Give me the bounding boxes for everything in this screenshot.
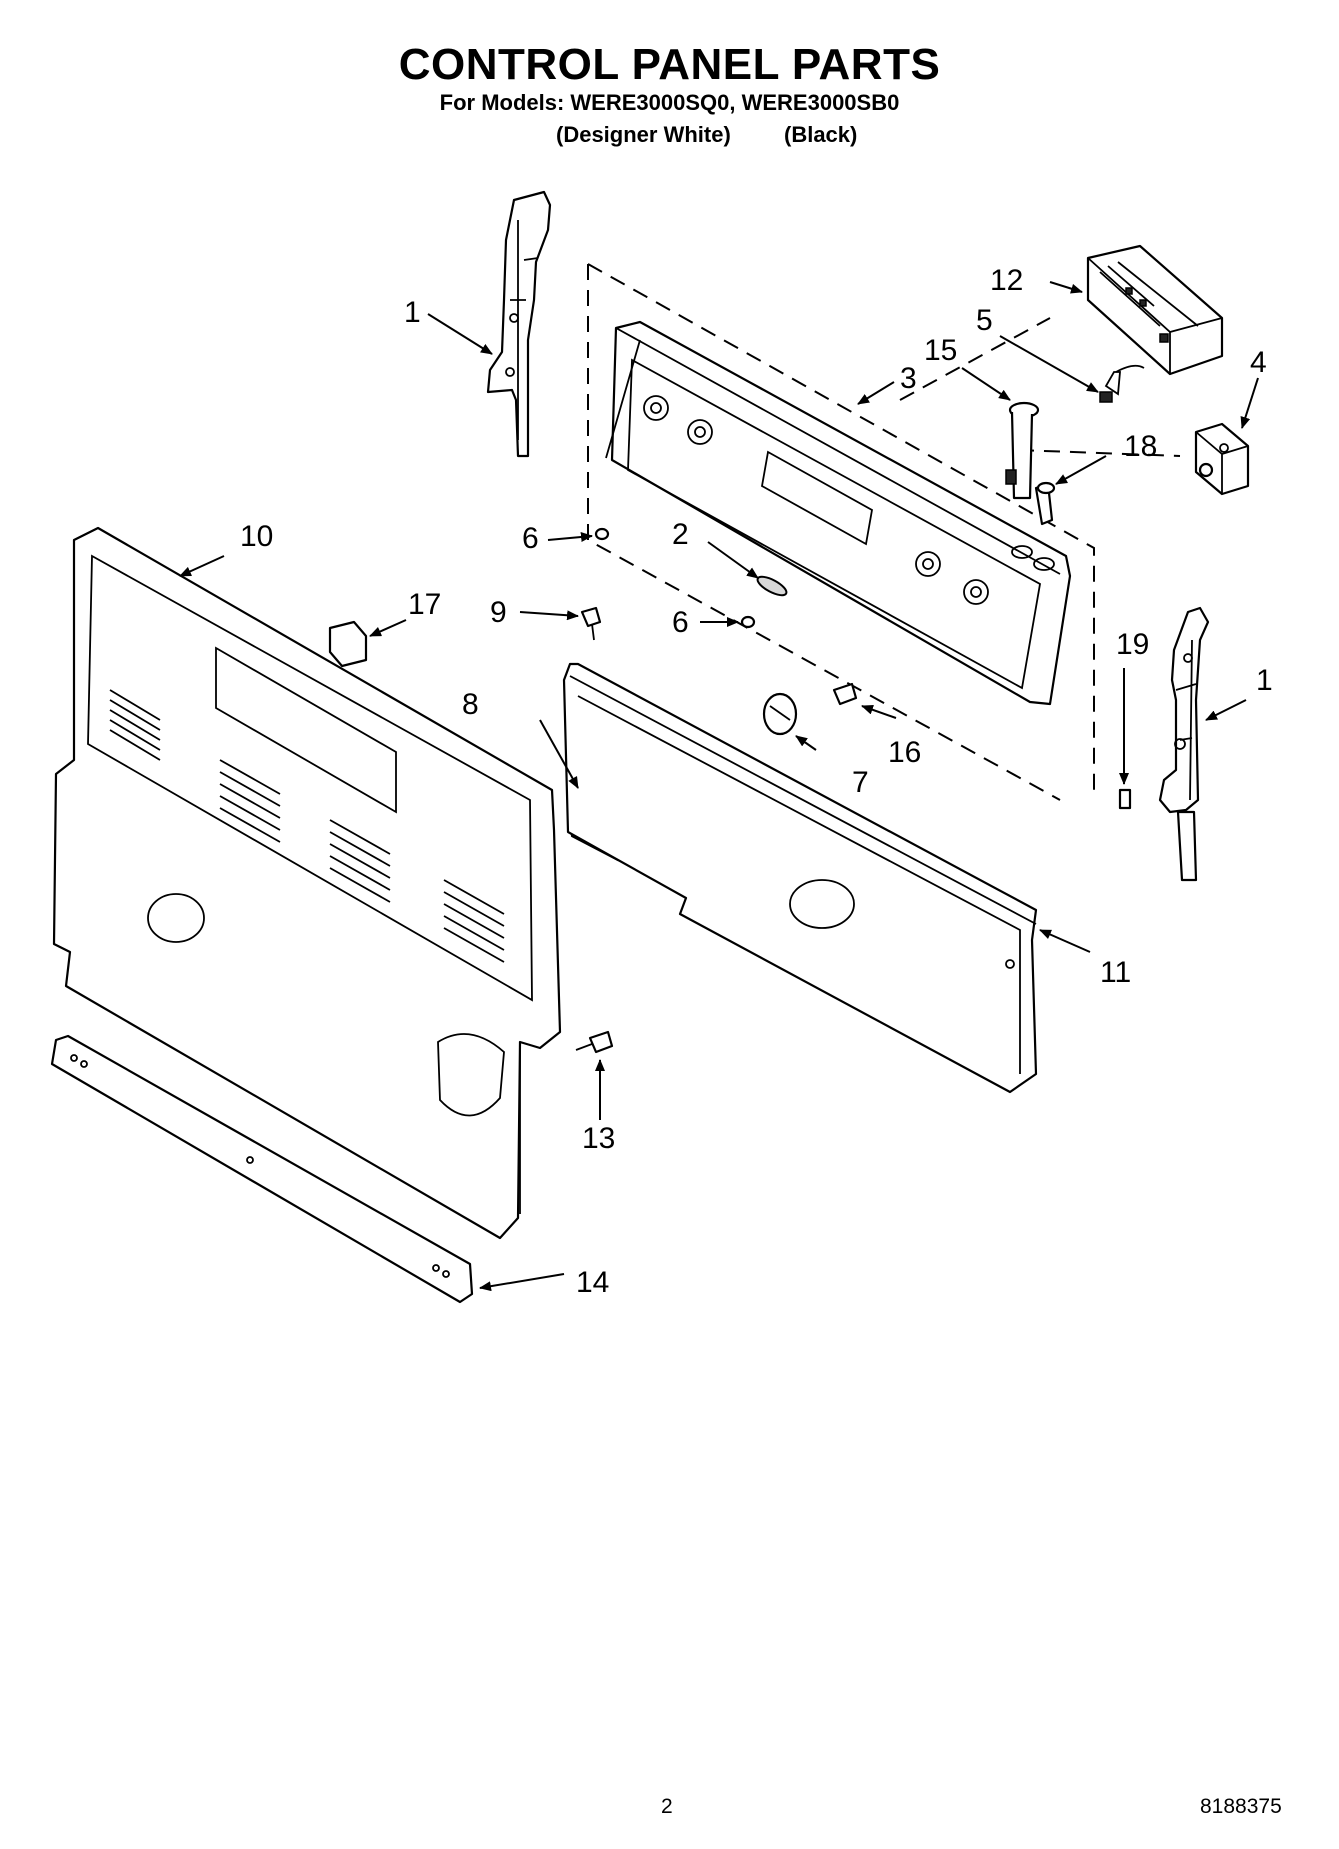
document-number: 8188375 <box>1200 1795 1282 1818</box>
part-6-screw-lower <box>740 615 756 629</box>
part-15-sensor <box>1005 401 1040 500</box>
part-18-clip <box>1034 481 1056 526</box>
callout-18: 18 <box>1124 430 1157 463</box>
callout-13: 13 <box>582 1122 615 1155</box>
part-1-right-end-cap-bracket <box>1158 606 1210 882</box>
part-6-screw-upper <box>594 527 610 541</box>
part-16-screw <box>832 682 858 706</box>
part-17-clip <box>328 620 368 668</box>
part-4-switch <box>1194 422 1250 496</box>
part-14-support-strip <box>50 1034 474 1304</box>
part-9-screw <box>580 606 602 641</box>
callout-17: 17 <box>408 588 441 621</box>
callout-6-lower: 6 <box>672 606 689 639</box>
part-13-screw <box>575 1030 614 1054</box>
part-11-manifold-panel <box>562 662 1038 1094</box>
variant-black: (Black) <box>784 122 858 147</box>
page-title: CONTROL PANEL PARTS <box>398 40 941 89</box>
callout-4: 4 <box>1250 346 1267 379</box>
part-12-electronic-control <box>1086 244 1224 376</box>
callout-6-upper: 6 <box>522 522 539 555</box>
callout-15: 15 <box>924 334 957 367</box>
part-10-rear-panel <box>52 526 562 1240</box>
part-19-clip <box>1118 788 1132 810</box>
variant-designer-white: (Designer White) <box>556 122 731 147</box>
callout-2: 2 <box>672 518 689 551</box>
part-1-left-end-cap-bracket <box>486 190 552 458</box>
part-5-wire-harness <box>1099 364 1145 403</box>
callout-5: 5 <box>976 304 993 337</box>
callout-19: 19 <box>1116 628 1149 661</box>
callout-16: 16 <box>888 736 921 769</box>
callout-9: 9 <box>490 596 507 629</box>
leader-lines <box>179 281 1259 1292</box>
page-number: 2 <box>661 1795 673 1818</box>
callout-8: 8 <box>462 688 479 721</box>
part-2-lens <box>756 575 788 597</box>
model-list: For Models: WERE3000SQ0, WERE3000SB0 <box>439 90 900 115</box>
callout-7: 7 <box>852 766 869 799</box>
part-3-console-panel <box>605 320 1072 706</box>
callout-1-right: 1 <box>1256 664 1273 697</box>
callout-3: 3 <box>900 362 917 395</box>
callout-11: 11 <box>1100 956 1131 989</box>
callout-1-left: 1 <box>404 296 421 329</box>
part-7-knob <box>762 692 798 736</box>
callout-14: 14 <box>576 1266 609 1299</box>
callout-12: 12 <box>990 264 1023 297</box>
callout-10: 10 <box>240 520 273 553</box>
